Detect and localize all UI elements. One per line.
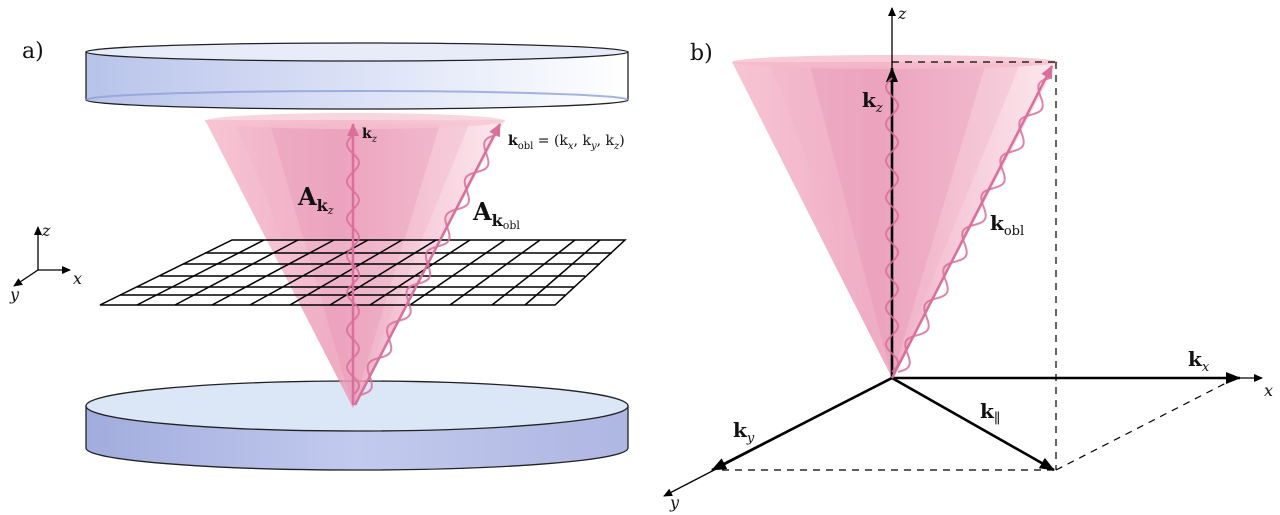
axis-z-label-b: z [897,4,907,23]
axis-x-label-a: x [73,269,82,288]
amp-kz-label: Akz [297,182,334,217]
ky-label: ky [733,418,755,446]
light-cone-b [732,55,1058,378]
kx-label: kx [1188,347,1210,375]
top-mirror [85,42,629,110]
kobl-label-b: kobl [990,211,1024,239]
beam-kz-b [885,77,899,373]
beam-kz-a [345,123,361,405]
vectors-b [711,67,1241,472]
axis-z-label-a: z [41,221,51,240]
dashed-guides [722,61,1229,471]
axes-triad-a [13,226,71,287]
lattice-grid [99,239,627,306]
kobl-equation-a: kobl = (kx, ky, kz) [508,133,625,152]
panel-a-label: a) [22,39,44,64]
axis-x-label-b: x [1264,381,1273,400]
panel-a: a) [9,39,629,471]
kpar-label: k∥ [980,399,1000,427]
beam-kobl-b [890,65,1054,379]
kz-label-a: kz [362,126,378,145]
panel-b: b) z x y [663,4,1273,512]
axis-y-label-b: y [669,493,680,512]
panel-b-label: b) [690,41,713,66]
axis-y-label-a: y [9,285,20,304]
kz-label-b: kz [862,88,883,116]
amp-kobl-label: Akobl [472,197,520,232]
beam-kobl-a [353,123,502,406]
